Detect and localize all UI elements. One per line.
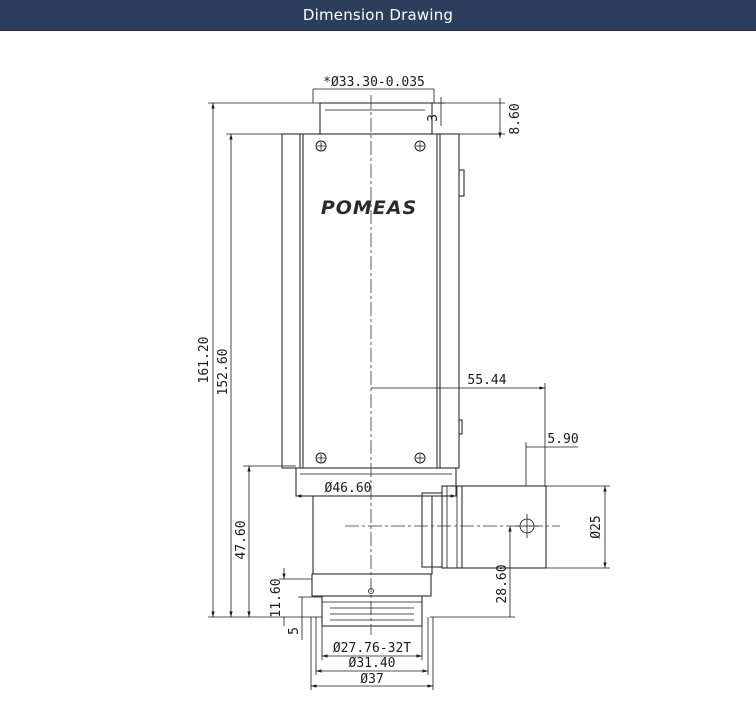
header-bar [0, 0, 756, 31]
dim-thread-height: 11.60 [269, 578, 284, 617]
screw-icon [315, 140, 426, 464]
dim-top-step: 3 [426, 114, 441, 122]
dim-top-diameter: *Ø33.30-0.035 [323, 75, 425, 90]
page-title: Dimension Drawing [302, 6, 454, 24]
dim-lower-height: 47.60 [234, 520, 249, 559]
dim-side-center-height: 28.60 [495, 564, 510, 603]
dim-total-height: 161.20 [197, 337, 212, 384]
dim-body-height: 152.60 [216, 349, 231, 396]
pomeas-logo: POMEAS [321, 197, 417, 219]
dim-top-offset: 8.60 [508, 103, 523, 134]
dim-flange-diameter: Ø46.60 [325, 481, 372, 496]
dim-bottom-diameter: Ø37 [360, 672, 383, 687]
dim-bottom-step: 5 [287, 627, 302, 635]
dim-thread-spec: Ø27.76-32T [333, 641, 411, 656]
dim-side-port-offset: 5.90 [547, 432, 578, 447]
dim-side-diameter: Ø25 [589, 515, 604, 538]
dimension-lines [208, 88, 610, 690]
dim-side-offset: 55.44 [467, 373, 506, 388]
dim-thread-outer: Ø31.40 [349, 656, 396, 671]
camera-body [281, 102, 547, 627]
dimension-drawing: POMEAS [197, 75, 610, 690]
